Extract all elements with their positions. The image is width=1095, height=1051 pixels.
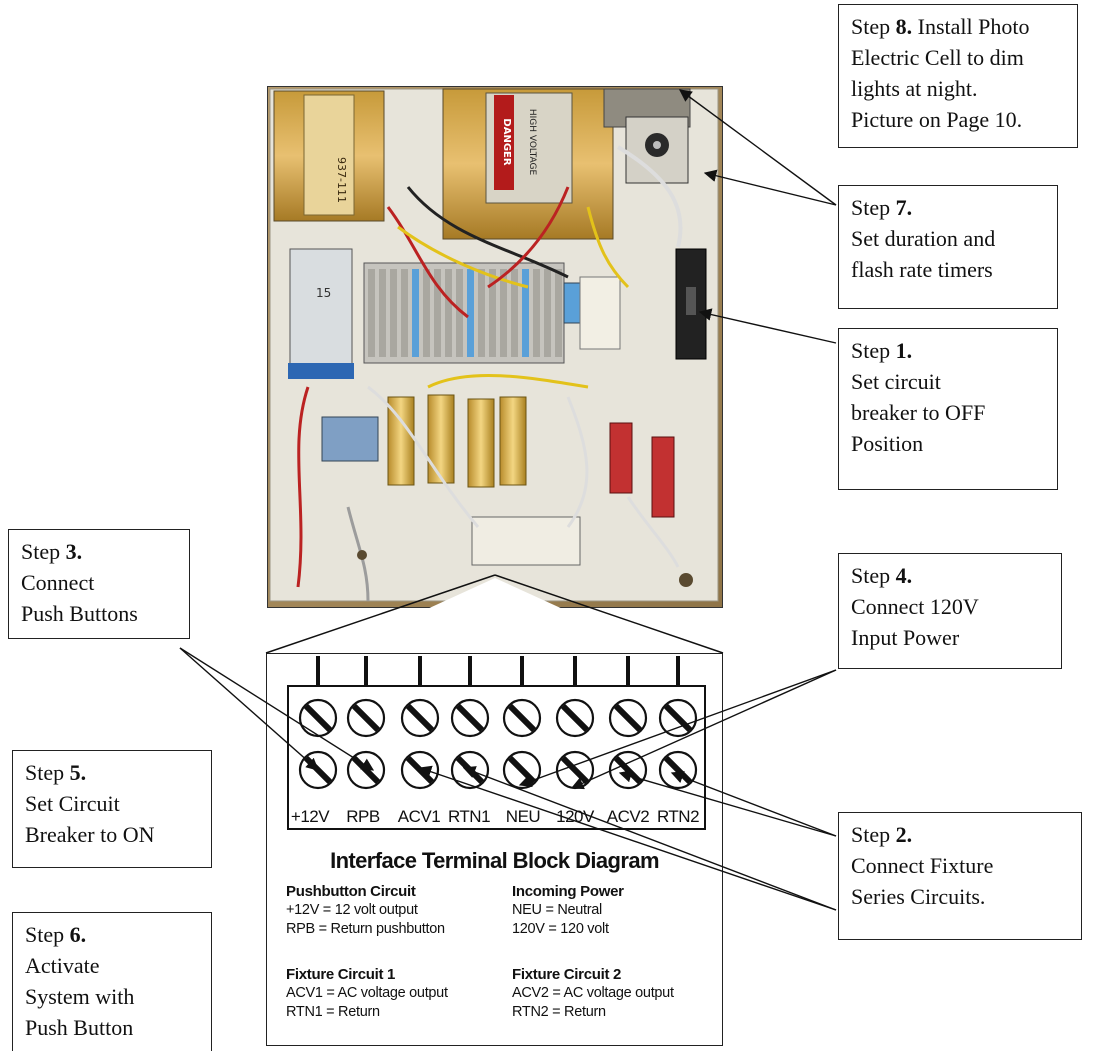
terminal-screw-icon <box>504 752 540 788</box>
terminal-tabs <box>318 656 678 685</box>
terminal-screw-icon <box>660 700 696 736</box>
terminal-screw-icon <box>610 700 646 736</box>
terminal-screw-icon <box>504 700 540 736</box>
pointer-step7 <box>705 173 836 205</box>
terminal-screw-icon <box>402 700 438 736</box>
terminal-screw-icon <box>452 700 488 736</box>
terminal-screw-icon <box>660 752 696 788</box>
terminal-screw-icon <box>300 700 336 736</box>
pointer-step1 <box>700 312 836 343</box>
pointer-step3a <box>180 648 318 770</box>
pointer-step4b <box>572 670 836 788</box>
pointer-step8 <box>680 90 836 205</box>
terminal-screw-icon <box>402 752 438 788</box>
pointer-lines <box>180 90 836 910</box>
magnifier-callout <box>266 575 723 653</box>
pointer-step2c <box>464 768 836 910</box>
pointer-step2d <box>420 768 836 910</box>
terminal-screws <box>300 700 696 788</box>
terminal-screw-icon <box>348 700 384 736</box>
terminal-screw-icon <box>557 700 593 736</box>
pointer-step2b <box>672 773 836 836</box>
pointer-step2a <box>620 773 836 836</box>
pointer-step3b <box>180 648 373 770</box>
